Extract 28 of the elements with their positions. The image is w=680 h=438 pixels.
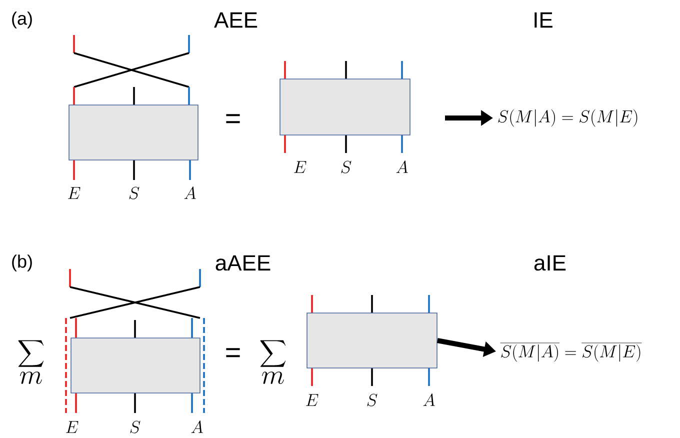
- heading: AEE: [214, 12, 258, 28]
- leg-label: $S$: [129, 186, 140, 200]
- sum-symbol: $\sum_m$: [18, 340, 44, 384]
- panel-label: (b): [12, 254, 32, 272]
- tensor-box: [70, 338, 200, 394]
- leg-label: $E$: [294, 161, 306, 173]
- heading: aAEE: [216, 255, 270, 271]
- leg-label: $A$: [396, 160, 408, 173]
- tensor-box: [306, 312, 438, 368]
- tensor-box: [280, 78, 410, 136]
- leg-label: $A$: [184, 186, 196, 199]
- equation: $S(M|A) = S(M|E)$: [498, 109, 638, 127]
- equals-sign: =: [226, 114, 240, 124]
- leg-label: $A$: [191, 420, 203, 433]
- heading: IE: [534, 12, 552, 28]
- heading: aIE: [534, 255, 566, 271]
- leg-label: $S$: [130, 420, 140, 434]
- leg-label: $S$: [341, 160, 352, 174]
- leg-label: $S$: [367, 394, 378, 406]
- equation: $\overline{S(M|A)} = \overline{S(M|E)}$: [500, 342, 642, 362]
- leg-label: $E$: [306, 394, 318, 406]
- leg-label: $E$: [68, 187, 80, 199]
- sum-symbol: $\sum_m$: [260, 340, 286, 384]
- panel-label: (a): [12, 12, 32, 28]
- leg-label: $E$: [66, 421, 78, 433]
- equals-sign: =: [226, 348, 240, 358]
- tensor-box: [68, 104, 198, 160]
- leg-label: $A$: [423, 394, 435, 406]
